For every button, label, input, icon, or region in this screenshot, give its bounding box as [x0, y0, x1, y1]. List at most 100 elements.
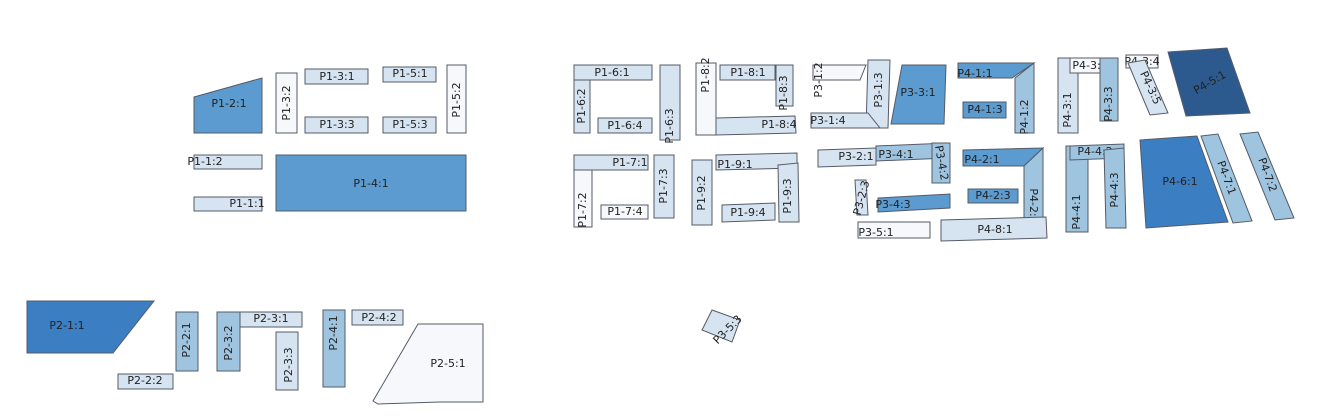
parcel-p1-9-4[interactable]: P1-9:4	[721, 202, 776, 223]
parcel-shape[interactable]	[701, 309, 741, 343]
parcel-p4-1-1[interactable]: P4-1:1	[957, 62, 1036, 80]
parcel-p4-2-2[interactable]: P4-2:2	[1023, 146, 1044, 229]
parcel-shape[interactable]	[777, 162, 800, 223]
parcel-shape[interactable]	[721, 202, 776, 223]
parcel-p1-5-2[interactable]: P1-5:2	[446, 64, 467, 134]
parcel-shape[interactable]	[691, 159, 713, 226]
parcel-p4-2-3[interactable]: P4-2:3	[967, 188, 1019, 204]
parcel-shape[interactable]	[877, 193, 951, 213]
parcel-shape[interactable]	[1103, 147, 1127, 229]
parcel-p1-6-4[interactable]: P1-6:4	[597, 117, 653, 134]
parcel-shape[interactable]	[597, 117, 653, 134]
parcel-p1-8-3[interactable]: P1-8:3	[775, 64, 794, 111]
parcel-p2-1-1[interactable]: P2-1:1	[26, 300, 156, 354]
parcel-p4-6-1[interactable]: P4-6:1	[1139, 135, 1229, 229]
parcel-p2-3-1[interactable]: P2-3:1	[239, 311, 303, 328]
parcel-shape[interactable]	[193, 77, 263, 134]
parcel-p1-5-3[interactable]: P1-5:3	[382, 116, 437, 134]
parcel-p1-4-1[interactable]: P1-4:1	[275, 154, 467, 212]
parcel-shape[interactable]	[117, 373, 174, 390]
parcel-p1-9-1[interactable]: P1-9:1	[715, 152, 798, 171]
parcel-shape[interactable]	[775, 64, 794, 107]
parcel-p3-2-3[interactable]: P3-2:3	[851, 179, 873, 216]
parcel-shape[interactable]	[890, 64, 947, 125]
parcel-p3-4-2[interactable]: P3-4:2	[931, 142, 951, 184]
parcel-shape[interactable]	[1127, 59, 1169, 116]
parcel-p3-1-4[interactable]: P3-1:4	[810, 112, 882, 129]
parcel-p3-4-1[interactable]: P3-4:1	[875, 142, 949, 162]
parcel-shape[interactable]	[812, 64, 867, 81]
parcel-shape[interactable]	[957, 62, 1036, 79]
parcel-shape[interactable]	[1167, 47, 1251, 117]
parcel-p2-2-1[interactable]: P2-2:1	[175, 311, 199, 372]
parcel-p4-3-3[interactable]: P4-3:3	[1099, 57, 1119, 122]
parcel-shape[interactable]	[967, 188, 1019, 204]
parcel-shape[interactable]	[193, 196, 263, 212]
parcel-shape[interactable]	[304, 68, 369, 85]
parcel-shape[interactable]	[810, 112, 882, 129]
parcel-shape[interactable]	[304, 116, 369, 134]
parcel-shape[interactable]	[573, 64, 653, 81]
parcel-shape[interactable]	[446, 64, 467, 134]
parcel-shape[interactable]	[573, 169, 593, 228]
parcel-p4-5-1[interactable]: P4-5:1	[1167, 47, 1251, 117]
parcel-p3-2-1[interactable]: P3-2:1	[817, 147, 877, 168]
parcel-shape[interactable]	[962, 101, 1007, 119]
parcel-p3-5-3[interactable]: P3-5:3	[701, 309, 745, 347]
parcel-shape[interactable]	[193, 154, 263, 170]
parcel-p1-7-2[interactable]: P1-7:2	[573, 169, 593, 228]
parcel-p1-8-1[interactable]: P1-8:1	[719, 64, 776, 81]
parcel-shape[interactable]	[931, 142, 951, 184]
parcel-shape[interactable]	[854, 179, 869, 216]
parcel-p1-6-2[interactable]: P1-6:2	[573, 79, 591, 134]
parcel-shape[interactable]	[653, 154, 675, 219]
parcel-shape[interactable]	[372, 323, 484, 405]
parcel-shape[interactable]	[817, 147, 877, 168]
parcel-p3-1-3[interactable]: P3-1:3	[865, 59, 891, 129]
parcel-shape[interactable]	[1239, 131, 1295, 221]
parcel-shape[interactable]	[1200, 133, 1253, 224]
parcel-shape[interactable]	[1014, 61, 1035, 134]
parcel-p1-3-2[interactable]: P1-3:2	[275, 72, 298, 134]
parcel-p1-6-3[interactable]: P1-6:3	[659, 64, 681, 144]
parcel-p1-3-1[interactable]: P1-3:1	[304, 68, 369, 85]
parcel-p4-4-1[interactable]: P4-4:1	[1065, 145, 1089, 233]
parcel-shape[interactable]	[322, 309, 346, 388]
parcel-p1-8-4[interactable]: P1-8:4	[715, 115, 797, 136]
parcel-shape[interactable]	[275, 331, 299, 391]
parcel-p2-4-2[interactable]: P2-4:2	[351, 309, 404, 326]
parcel-p2-5-1[interactable]: P2-5:1	[372, 323, 484, 405]
parcel-p2-2-2[interactable]: P2-2:2	[117, 373, 174, 390]
parcel-shape[interactable]	[26, 300, 156, 354]
parcel-p1-1-1[interactable]: P1-1:1	[193, 196, 265, 212]
parcel-p1-9-3[interactable]: P1-9:3	[777, 162, 800, 223]
parcel-p1-7-3[interactable]: P1-7:3	[653, 154, 675, 219]
parcel-p4-4-3[interactable]: P4-4:3	[1103, 147, 1127, 229]
parcel-shape[interactable]	[719, 64, 776, 81]
parcel-shape[interactable]	[865, 59, 891, 129]
parcel-p2-4-1[interactable]: P2-4:1	[322, 309, 346, 388]
parcel-p4-8-1[interactable]: P4-8:1	[940, 216, 1048, 242]
parcel-p2-3-3[interactable]: P2-3:3	[275, 331, 299, 391]
parcel-p1-3-3[interactable]: P1-3:3	[304, 116, 369, 134]
parcel-p1-2-1[interactable]: P1-2:1	[193, 77, 263, 134]
parcel-shape[interactable]	[275, 72, 298, 134]
parcel-p1-6-1[interactable]: P1-6:1	[573, 64, 653, 81]
parcel-p3-1-2[interactable]: P3-1:2	[812, 62, 867, 98]
parcel-shape[interactable]	[382, 66, 437, 83]
parcel-p3-4-3[interactable]: P3-4:3	[875, 193, 951, 213]
parcel-p4-1-2[interactable]: P4-1:2	[1014, 61, 1035, 135]
parcel-p1-9-2[interactable]: P1-9:2	[691, 159, 713, 226]
parcel-shape[interactable]	[1139, 135, 1229, 229]
parcel-p1-1-2[interactable]: P1-1:2	[187, 154, 263, 170]
parcel-p4-7-2[interactable]: P4-7:2	[1239, 131, 1295, 221]
parcel-shape[interactable]	[600, 204, 649, 220]
parcel-shape[interactable]	[351, 309, 404, 326]
parcel-p1-8-2[interactable]: P1-8:2	[695, 57, 717, 136]
parcel-shape[interactable]	[715, 115, 797, 136]
parcel-shape[interactable]	[1099, 57, 1119, 122]
parcel-p4-3-5[interactable]: P4-3:5	[1127, 59, 1169, 116]
parcel-shape[interactable]	[659, 64, 681, 141]
parcel-shape[interactable]	[175, 311, 199, 372]
